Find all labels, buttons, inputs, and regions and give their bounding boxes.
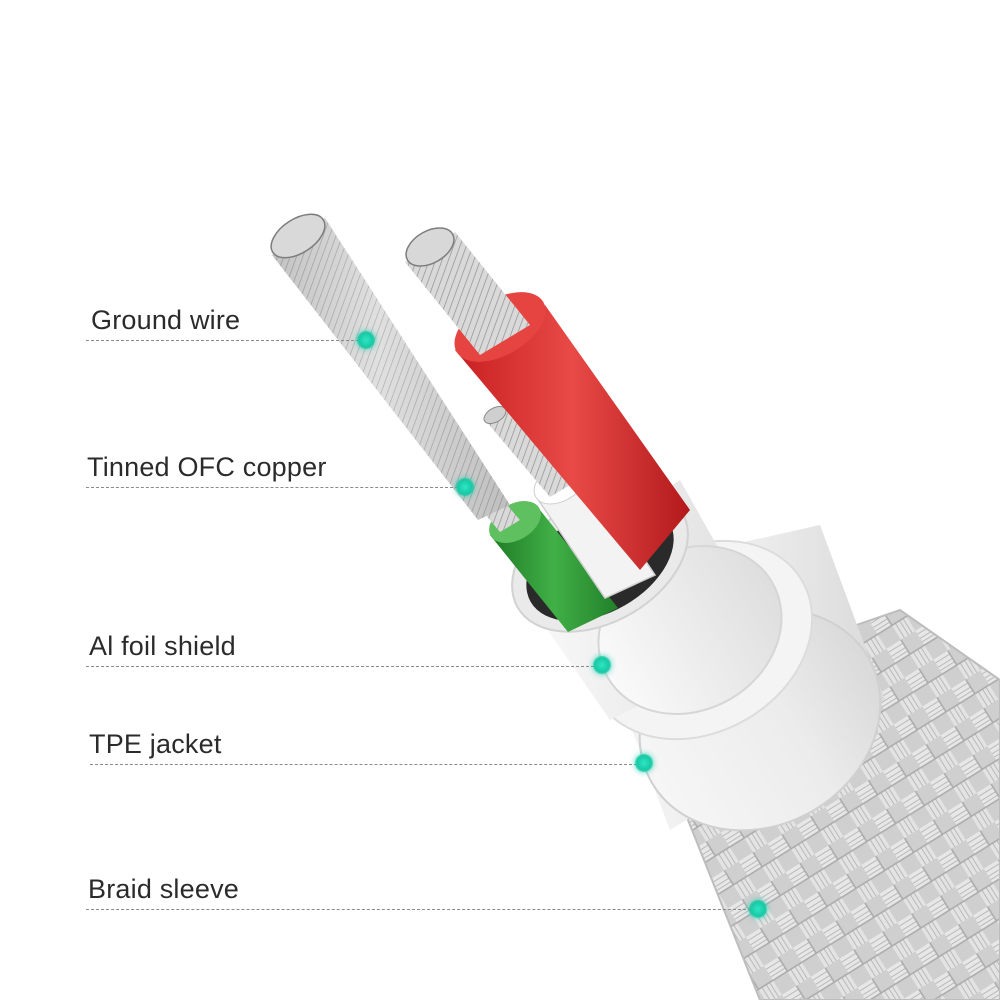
ground-wire-marker bbox=[357, 331, 375, 349]
braid-sleeve-leader-line bbox=[86, 909, 756, 910]
al-foil-shield-label: Al foil shield bbox=[89, 631, 236, 661]
braid-sleeve-label: Braid sleeve bbox=[88, 874, 239, 904]
tpe-jacket-marker bbox=[635, 754, 653, 772]
al-foil-shield-marker bbox=[593, 656, 611, 674]
ground-wire-label: Ground wire bbox=[91, 305, 241, 335]
tpe-jacket-leader-line bbox=[90, 764, 642, 765]
tinned-ofc-copper-leader-line bbox=[86, 487, 463, 488]
red-wire-shape bbox=[405, 227, 690, 570]
al-foil-shield-leader-line bbox=[86, 666, 599, 667]
tpe-jacket-label: TPE jacket bbox=[89, 729, 222, 759]
tinned-ofc-copper-label: Tinned OFC copper bbox=[87, 452, 327, 482]
white-wire-shape bbox=[483, 405, 657, 599]
ground-wire-leader-line bbox=[86, 340, 364, 341]
ground-wire-shape bbox=[270, 213, 510, 520]
braid-sleeve-marker bbox=[749, 900, 767, 918]
tinned-ofc-copper-marker bbox=[456, 478, 474, 496]
